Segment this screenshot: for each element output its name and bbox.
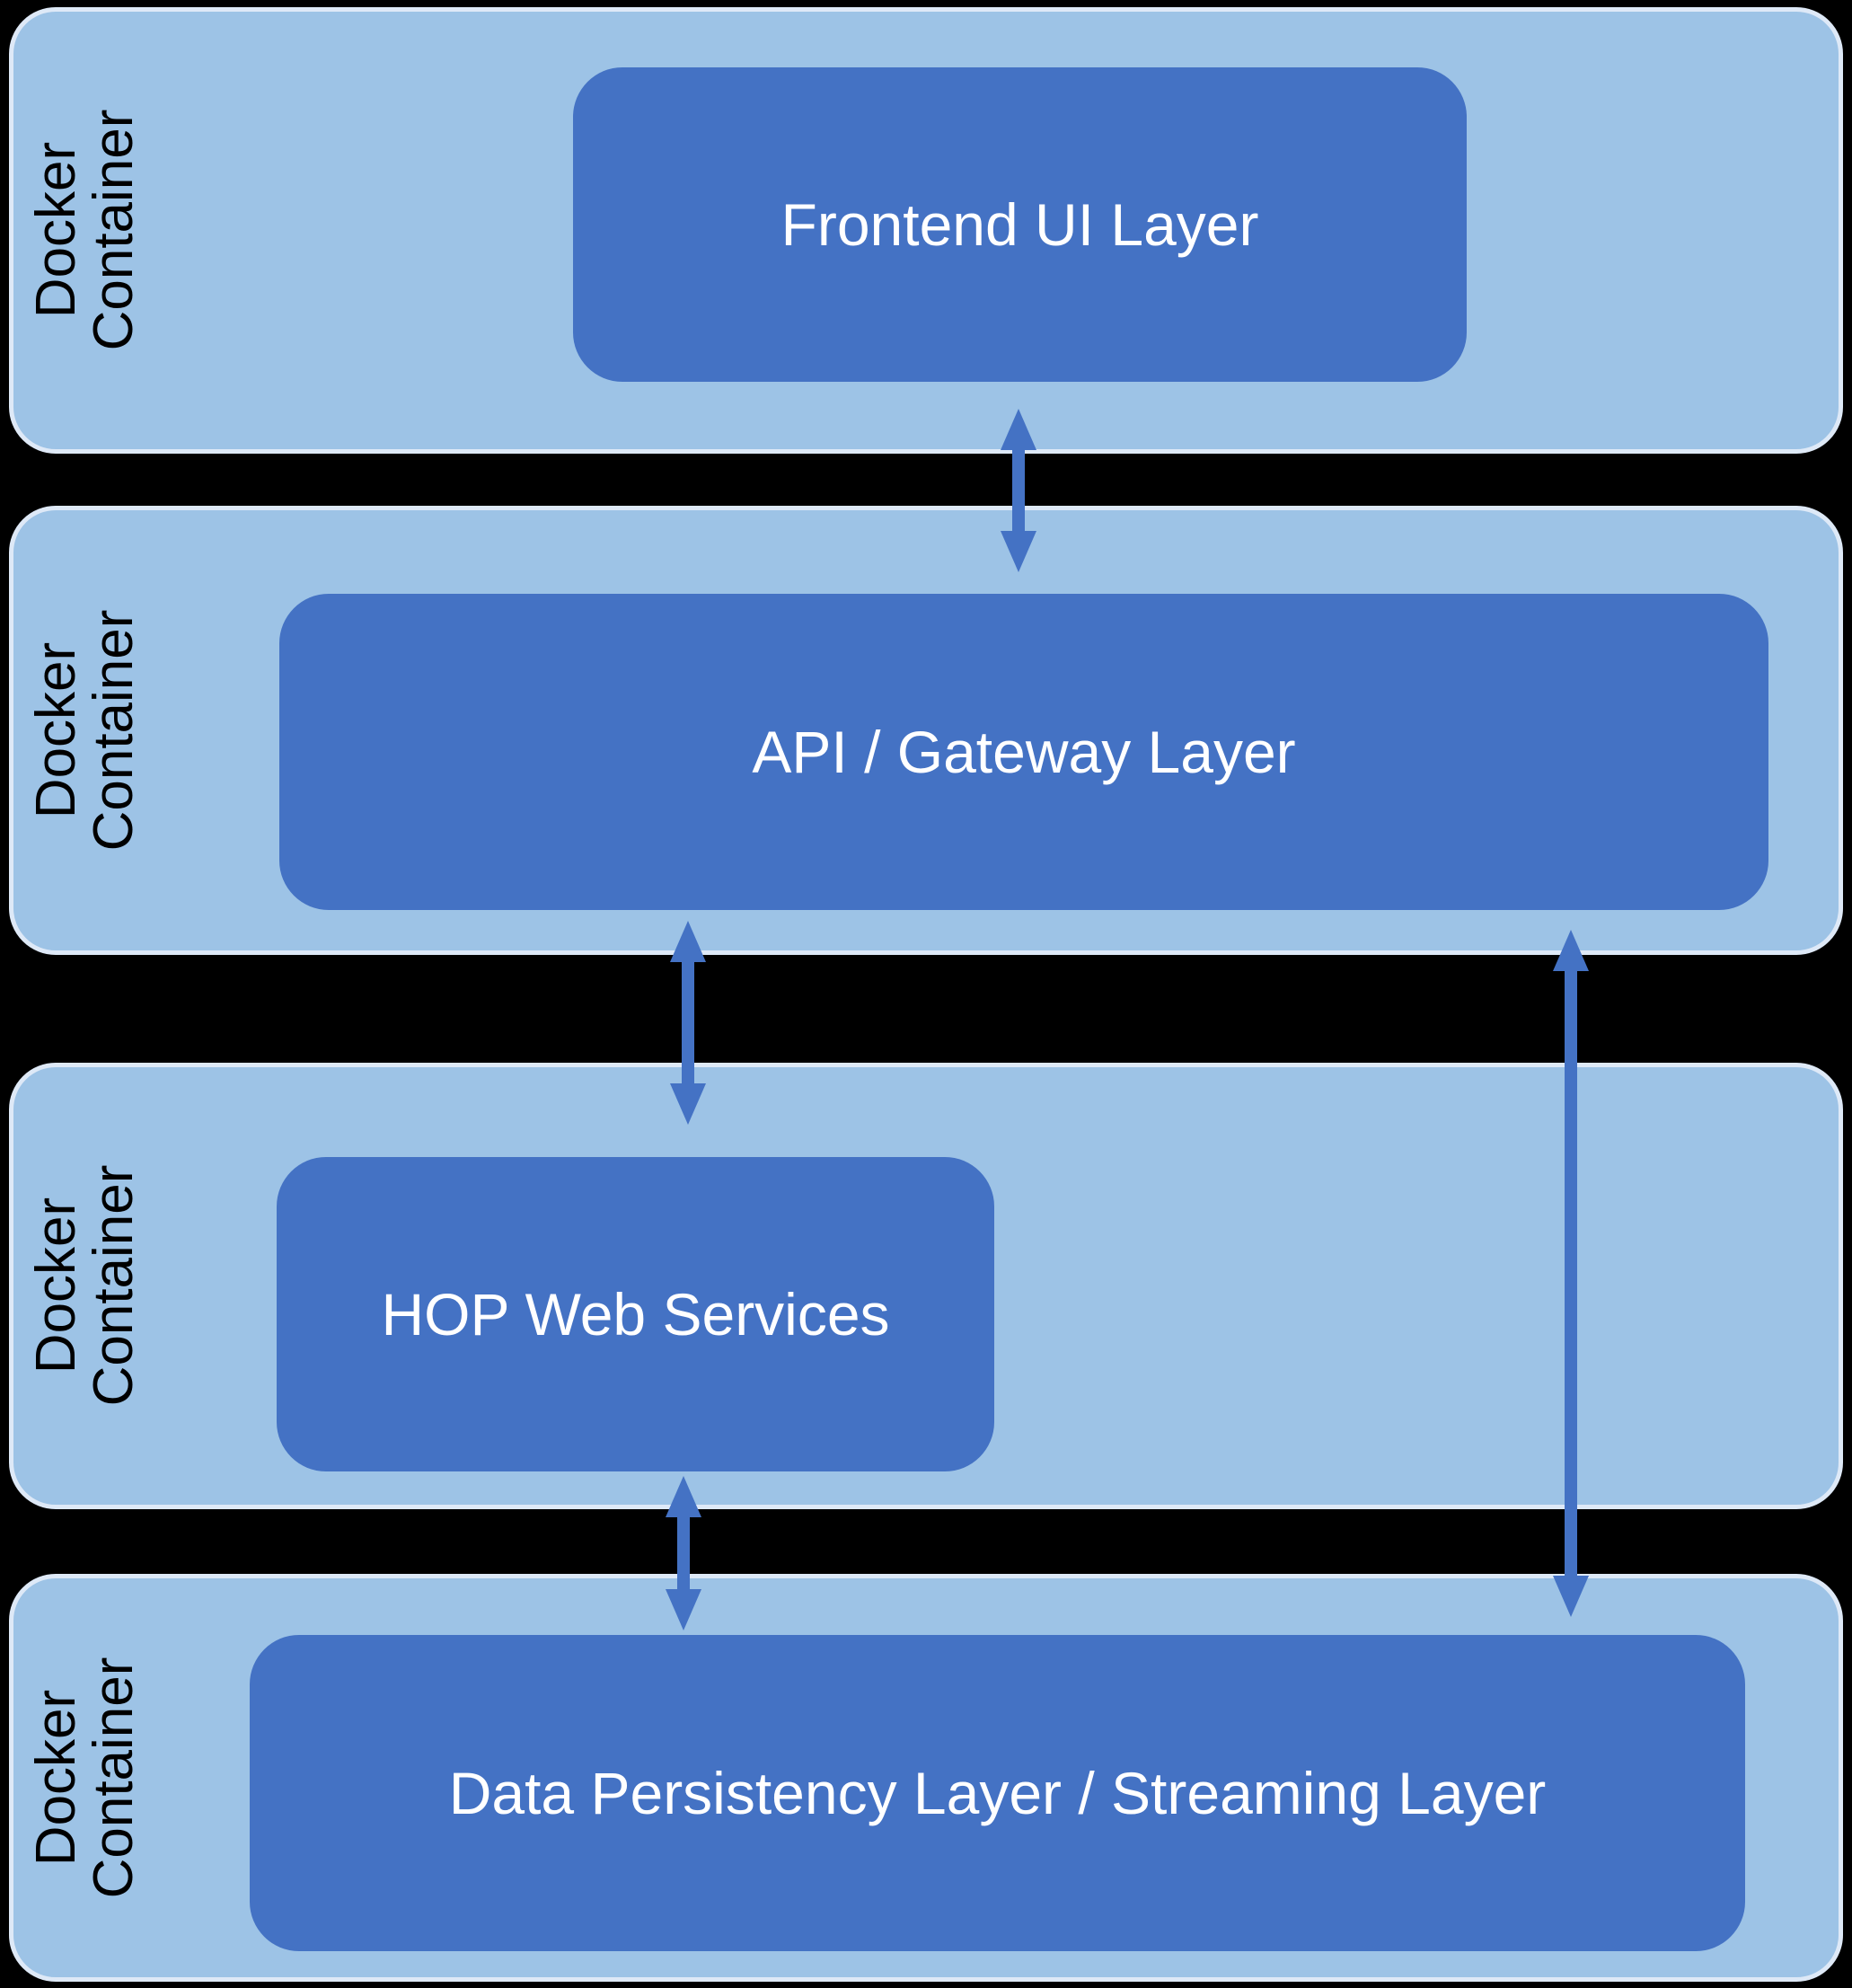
docker-container-hop-web-services: Docker Container HOP Web Services: [9, 1063, 1843, 1509]
arrow-down-icon: [670, 1083, 706, 1125]
arrow-up-icon: [1001, 409, 1036, 450]
arrow-api-gateway-data-persistency: [1553, 930, 1589, 1617]
frontend-ui-layer-box: Frontend UI Layer: [573, 67, 1467, 382]
docker-container-label: Docker Container: [25, 1164, 145, 1407]
arrow-frontend-api-gateway: [1001, 409, 1036, 572]
arrow-shaft: [677, 1517, 690, 1589]
arrow-shaft: [682, 962, 694, 1083]
arrow-hop-data-persistency: [666, 1476, 701, 1630]
arrow-up-icon: [1553, 930, 1589, 971]
arrow-down-icon: [666, 1589, 701, 1630]
docker-container-data-persistency: Docker Container Data Persistency Layer …: [9, 1574, 1843, 1982]
api-gateway-layer-box: API / Gateway Layer: [279, 594, 1768, 910]
docker-container-label: Docker Container: [25, 609, 145, 852]
arrow-down-icon: [1001, 531, 1036, 572]
frontend-ui-layer-label: Frontend UI Layer: [780, 191, 1259, 258]
docker-container-label: Docker Container: [25, 1657, 145, 1899]
hop-web-services-box: HOP Web Services: [277, 1157, 994, 1471]
arrow-shaft: [1012, 450, 1025, 531]
hop-web-services-label: HOP Web Services: [381, 1281, 890, 1347]
docker-container-api-gateway: Docker Container API / Gateway Layer: [9, 506, 1843, 955]
data-persistency-layer-label: Data Persistency Layer / Streaming Layer: [448, 1760, 1547, 1826]
arrow-down-icon: [1553, 1576, 1589, 1617]
arrow-shaft: [1565, 971, 1577, 1576]
docker-container-frontend: Docker Container Frontend UI Layer: [9, 7, 1843, 454]
arrow-up-icon: [670, 921, 706, 962]
data-persistency-layer-box: Data Persistency Layer / Streaming Layer: [250, 1635, 1745, 1951]
api-gateway-layer-label: API / Gateway Layer: [752, 719, 1296, 785]
arrow-up-icon: [666, 1476, 701, 1517]
docker-container-label: Docker Container: [25, 109, 145, 351]
arrow-api-gateway-hop: [670, 921, 706, 1125]
